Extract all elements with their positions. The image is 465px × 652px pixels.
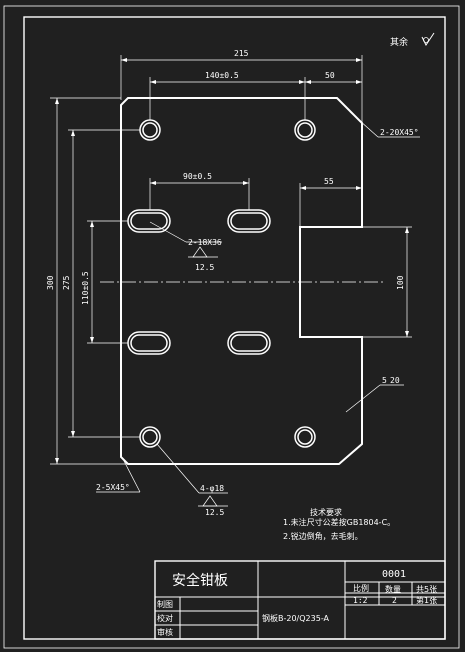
dim-slot-callout-text: 2-18X36	[188, 238, 222, 247]
leader-hole	[156, 443, 200, 494]
arrow-icon	[55, 458, 59, 464]
dim-110-text: 110±0.5	[81, 271, 90, 305]
slot-upper-right-inner	[230, 212, 268, 230]
title-block-frame	[154, 560, 446, 640]
technical-notes: 技术要求 1.未注尺寸公差按GB1804-C。 2.锐边倒角，去毛刺。	[283, 507, 395, 541]
title-block-texts: 安全钳板 0001 比例 数量 共5张 1:2 2 第1张 制图 校对 审核 钢…	[157, 569, 437, 637]
arrow-icon	[356, 186, 362, 190]
slot-lower-right	[227, 331, 271, 355]
leader-lines	[96, 111, 420, 507]
roughness-note: 其余	[390, 32, 435, 48]
notes-line-1: 1.未注尺寸公差按GB1804-C。	[283, 517, 395, 527]
dim-radius-text: 20	[390, 376, 400, 385]
outer-border	[3, 5, 460, 649]
dim-275-text: 275	[62, 275, 71, 290]
part-name: 安全钳板	[172, 572, 228, 589]
leader-slot	[149, 221, 187, 243]
arrow-icon	[90, 221, 94, 227]
sheet-number: 第1张	[416, 595, 437, 605]
leader-chamfer-top	[349, 111, 379, 138]
checked-label: 校对	[157, 613, 173, 623]
dim-chamfer-top-text: 2-20X45°	[380, 128, 419, 137]
dimension-texts: 215 140±0.5 50 2-20X45° 90±0.5 55 2-18X3…	[46, 49, 419, 517]
arrow-icon	[405, 331, 409, 337]
dim-50-text: 50	[325, 71, 335, 80]
round-holes	[139, 119, 316, 448]
hole-bottom-left-inner	[142, 429, 158, 445]
dim-radius-prefix-text: 5	[382, 376, 387, 385]
scale-value: 1:2	[353, 596, 368, 605]
arrow-icon	[71, 431, 75, 437]
title-block	[154, 560, 446, 640]
arrow-icon	[300, 186, 306, 190]
dim-215-text: 215	[234, 49, 249, 58]
arrow-icon	[299, 80, 305, 84]
leader-radius	[345, 384, 381, 413]
sheets-label: 共5张	[416, 585, 437, 594]
dim-hole-roughness-text: 12.5	[205, 508, 224, 517]
dim-300-text: 300	[46, 275, 55, 290]
dim-55-text: 55	[324, 177, 334, 186]
arrow-icon	[405, 227, 409, 233]
drawing-number: 0001	[382, 569, 406, 580]
arrow-icon	[356, 58, 362, 62]
drawn-label: 制图	[157, 599, 173, 609]
dim-90-text: 90±0.5	[183, 172, 212, 181]
dim-hole-callout-text: 4-φ18	[200, 484, 224, 493]
arrow-icon	[356, 80, 362, 84]
slot-upper-left-inner	[130, 212, 168, 230]
arrow-icon	[71, 130, 75, 136]
arrow-icon	[55, 98, 59, 104]
dim-slot-roughness-text: 12.5	[195, 263, 214, 272]
hole-bottom-right	[294, 426, 316, 448]
arrowheads	[55, 58, 409, 464]
approved-label: 审核	[157, 627, 173, 637]
scale-label: 比例	[353, 583, 369, 593]
arrow-icon	[121, 58, 127, 62]
roughness-circle-icon	[423, 37, 429, 43]
hole-bottom-right-inner	[297, 429, 313, 445]
hole-top-left-inner	[142, 122, 158, 138]
slot-lower-right-inner	[230, 334, 268, 352]
material: 钢板B-20/Q235-A	[262, 613, 330, 623]
arrow-icon	[150, 80, 156, 84]
dimension-lines	[50, 55, 412, 465]
dim-100-text: 100	[396, 275, 405, 290]
notes-line-2: 2.锐边倒角，去毛刺。	[283, 531, 363, 541]
arrow-icon	[90, 337, 94, 343]
arrow-icon	[243, 181, 249, 185]
notes-title: 技术要求	[310, 507, 342, 517]
arrow-icon	[305, 80, 311, 84]
hole-top-right-inner	[297, 122, 313, 138]
roughness-note-text: 其余	[390, 36, 408, 48]
dim-140-text: 140±0.5	[205, 71, 239, 80]
quantity-label: 数量	[385, 584, 401, 594]
arrow-icon	[150, 181, 156, 185]
leader-chamfer-bottom	[123, 460, 141, 493]
quantity-value: 2	[392, 596, 397, 605]
slot-lower-left-inner	[130, 334, 168, 352]
dim-chamfer-bottom-text: 2-5X45°	[96, 483, 130, 492]
